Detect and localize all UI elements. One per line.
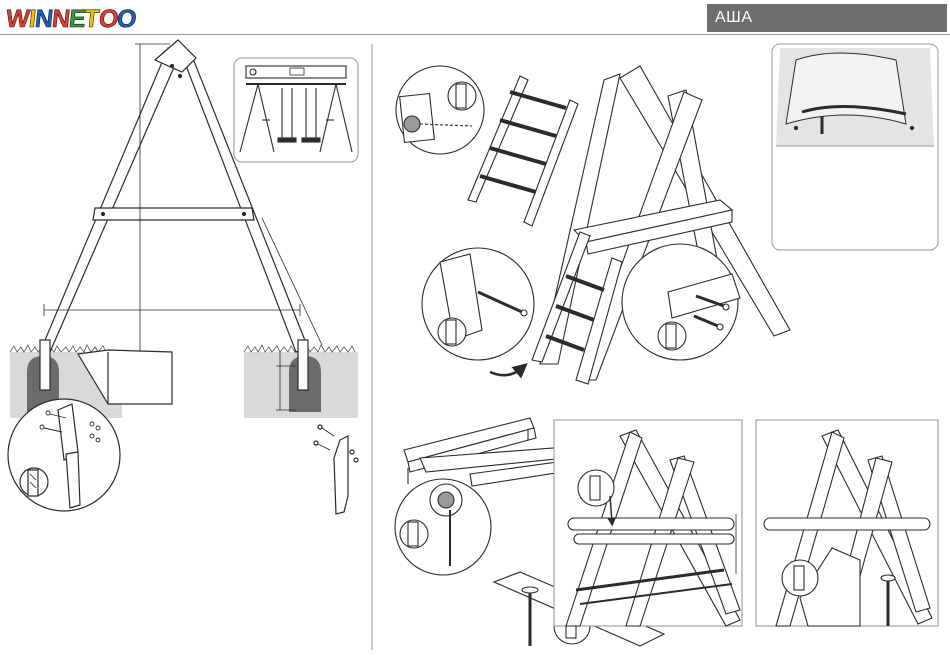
swing-beam-diagram — [395, 418, 938, 646]
ground-anchor-part — [314, 425, 358, 514]
slide-detail-panel — [772, 44, 938, 250]
drill-bit-icon — [28, 470, 38, 496]
spirit-level-inset — [234, 58, 358, 162]
rotate-arrow-icon — [490, 368, 522, 375]
ladder-assembly-diagram — [396, 66, 790, 384]
